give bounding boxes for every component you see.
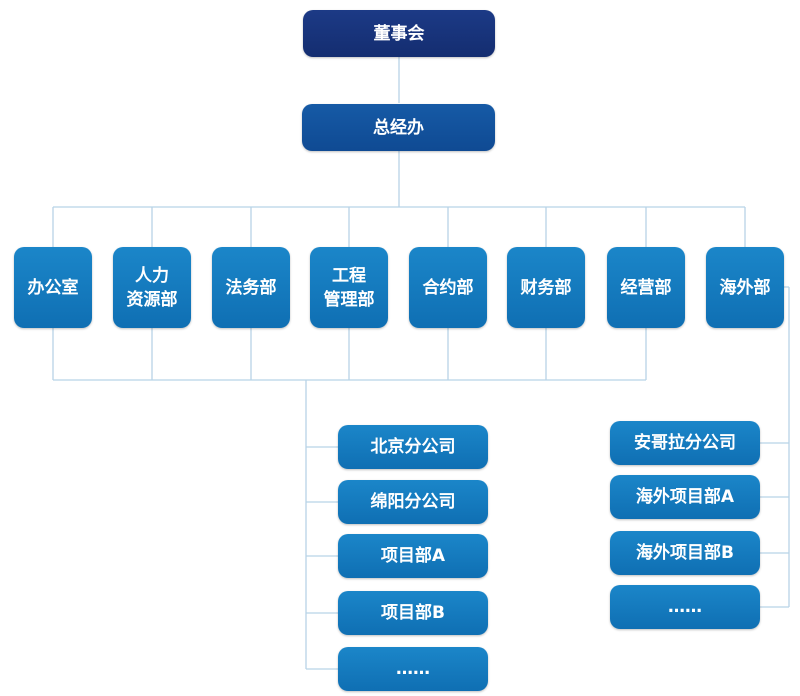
node-dept-business: 经营部 [607, 247, 685, 328]
node-project-a: 项目部A [338, 534, 488, 578]
node-beijing-branch: 北京分公司 [338, 425, 488, 469]
node-dept-legal: 法务部 [212, 247, 290, 328]
node-dept-engineering: 工程 管理部 [310, 247, 388, 328]
node-angola-branch: 安哥拉分公司 [610, 421, 760, 465]
node-dept-hr: 人力 资源部 [113, 247, 191, 328]
node-overseas-project-a: 海外项目部A [610, 475, 760, 519]
node-overseas-project-b: 海外项目部B [610, 531, 760, 575]
node-dept-office: 办公室 [14, 247, 92, 328]
node-dept-overseas: 海外部 [706, 247, 784, 328]
node-engineering-more: …… [338, 647, 488, 691]
node-project-b: 项目部B [338, 591, 488, 635]
node-general-office: 总经办 [302, 104, 495, 151]
node-dept-finance: 财务部 [507, 247, 585, 328]
node-board: 董事会 [303, 10, 495, 57]
node-dept-contracts: 合约部 [409, 247, 487, 328]
node-overseas-more: …… [610, 585, 760, 629]
node-mianyang-branch: 绵阳分公司 [338, 480, 488, 524]
